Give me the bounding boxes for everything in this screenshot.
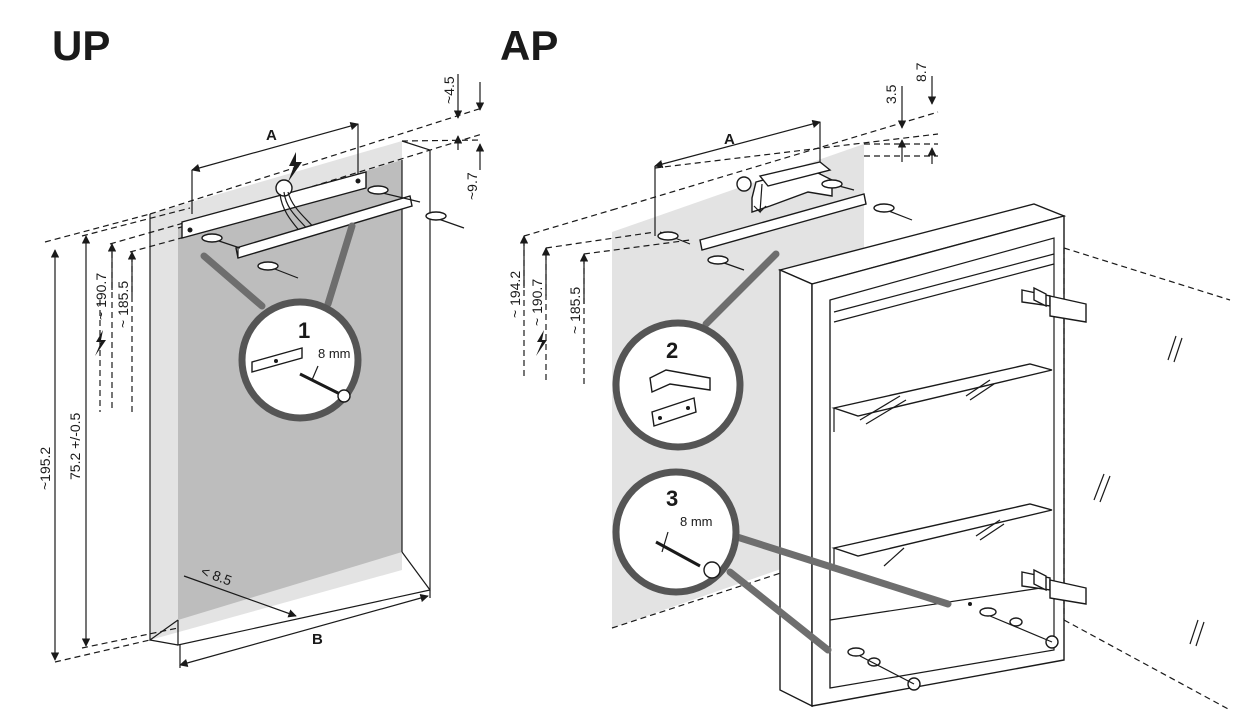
ap-dim-top-b: 8.7 xyxy=(913,62,929,82)
up-dim-total: ~195.2 xyxy=(37,447,53,490)
power-lightning-icon xyxy=(536,330,547,356)
step-3-number: 3 xyxy=(666,486,678,511)
step-1-number: 1 xyxy=(298,318,310,343)
step-3-drill-size: 8 mm xyxy=(680,514,713,529)
step-1-drill-size: 8 mm xyxy=(318,346,351,361)
up-dim-h1: ~ 190.7 xyxy=(93,273,109,320)
up-panel: UP xyxy=(37,22,485,668)
mirror-cabinet xyxy=(777,203,1067,708)
ap-dim-h0: ~ 194.2 xyxy=(507,271,523,318)
ap-dim-top-a: 3.5 xyxy=(883,84,899,104)
wall-rail xyxy=(235,195,413,259)
ap-wall-plugs xyxy=(657,179,913,271)
hinge-icon xyxy=(1021,286,1087,323)
drill-icon xyxy=(299,365,351,403)
ap-bracket xyxy=(736,161,833,214)
ap-dim-h1: ~ 190.7 xyxy=(529,279,545,326)
ap-dim-h2: ~ 185.5 xyxy=(567,287,583,334)
up-dim-center: 75.2 +/-0.5 xyxy=(67,412,83,480)
step-2-number: 2 xyxy=(666,338,678,363)
spirit-level-icon xyxy=(251,347,303,373)
up-dim-depth: ~9.7 xyxy=(464,172,480,200)
hinge-icon xyxy=(1021,568,1087,605)
up-dim-width: A xyxy=(266,127,277,144)
cabinet-door xyxy=(1063,247,1231,711)
detail-step-1: 1 8 mm xyxy=(238,298,362,422)
up-dim-top-offset: ~4.5 xyxy=(441,76,457,104)
detail-step-2: 2 xyxy=(612,319,744,451)
up-dim-bottom: B xyxy=(312,631,323,648)
drill-icon xyxy=(655,531,721,579)
power-lightning-icon xyxy=(288,152,302,182)
ap-panel: AP A 3.5 8.7 xyxy=(500,22,1231,711)
wall-plugs xyxy=(201,185,465,279)
power-lightning-icon xyxy=(95,330,106,356)
mounting-bracket-icon xyxy=(649,369,711,427)
ap-title: AP xyxy=(500,22,558,69)
detail-step-3: 3 8 mm xyxy=(612,468,740,596)
up-title: UP xyxy=(52,22,110,69)
up-dim-h2: ~ 185.5 xyxy=(115,281,131,328)
ap-dim-width: A xyxy=(724,131,735,148)
ap-wall-rail xyxy=(699,193,867,251)
